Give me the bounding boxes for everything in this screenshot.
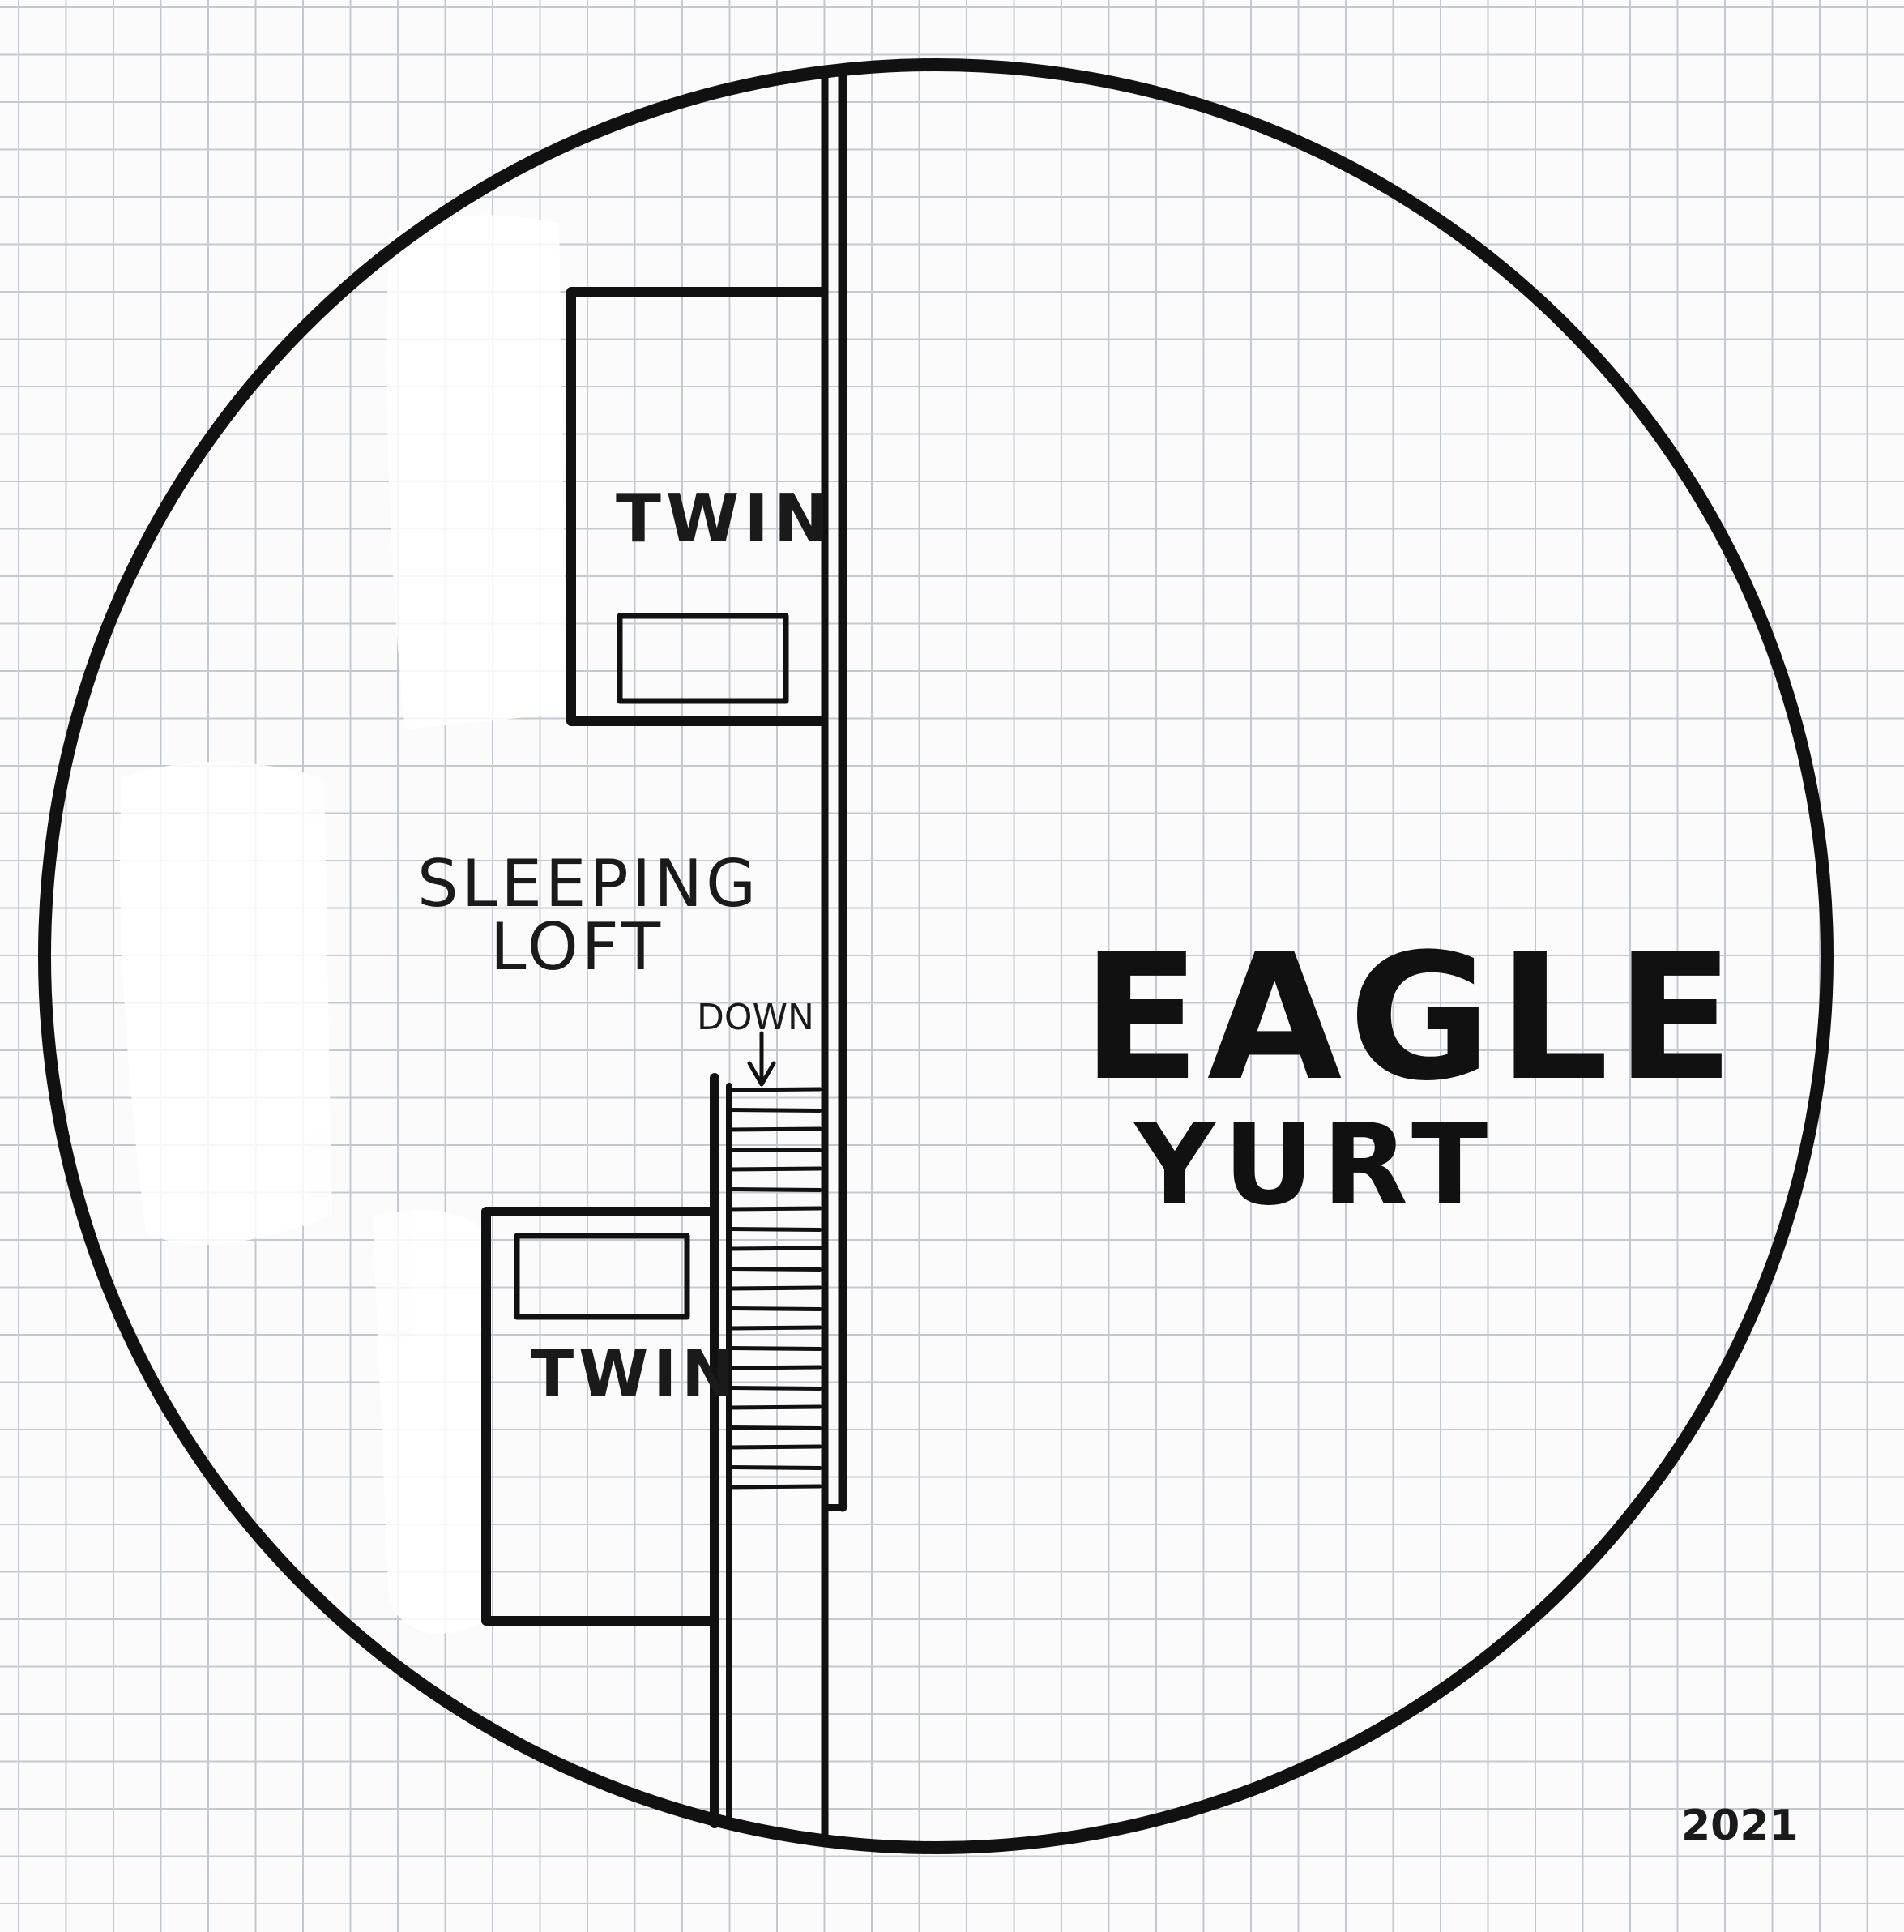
stair-tread [728, 1325, 822, 1331]
title-yurt: YURT [1133, 1100, 1496, 1230]
stair-tread [728, 1246, 822, 1251]
pillow-bottom [514, 1233, 690, 1320]
yurt-wall [38, 58, 1834, 1854]
stair-tread [728, 1126, 822, 1132]
stair-tread [728, 1386, 822, 1391]
stair-tread [728, 1425, 822, 1430]
stair-rail [710, 1073, 732, 1828]
title-eagle: EAGLE [1082, 916, 1741, 1119]
twin-label-top: TWIN [616, 481, 835, 558]
stair-tread [728, 1306, 822, 1311]
twin-bed-bottom [481, 1207, 718, 1626]
stair-tread [728, 1087, 822, 1092]
loft-partition-wall [821, 69, 847, 1848]
stair-tread [728, 1267, 822, 1272]
twin-bed-top [566, 287, 827, 726]
down-arrow-icon [747, 1031, 776, 1087]
whiteout-patches [120, 215, 567, 1634]
sleeping-loft-label-line2: LOFT [490, 909, 664, 985]
pillow-top [617, 613, 789, 704]
stair-tread [728, 1285, 822, 1291]
stair-tread [728, 1365, 822, 1370]
down-label: DOWN [697, 997, 814, 1038]
stair-tread [728, 1484, 822, 1490]
year-label: 2021 [1681, 1802, 1799, 1850]
stair-tread [728, 1108, 822, 1113]
stair-tread [728, 1404, 822, 1410]
stair-tread [728, 1148, 822, 1152]
twin-label-bottom: TWIN [531, 1338, 740, 1411]
stair-treads [728, 1087, 822, 1490]
sleeping-loft-label-line1: SLEEPING [417, 846, 759, 921]
stair-tread [728, 1206, 822, 1212]
stair-tread [728, 1227, 822, 1232]
